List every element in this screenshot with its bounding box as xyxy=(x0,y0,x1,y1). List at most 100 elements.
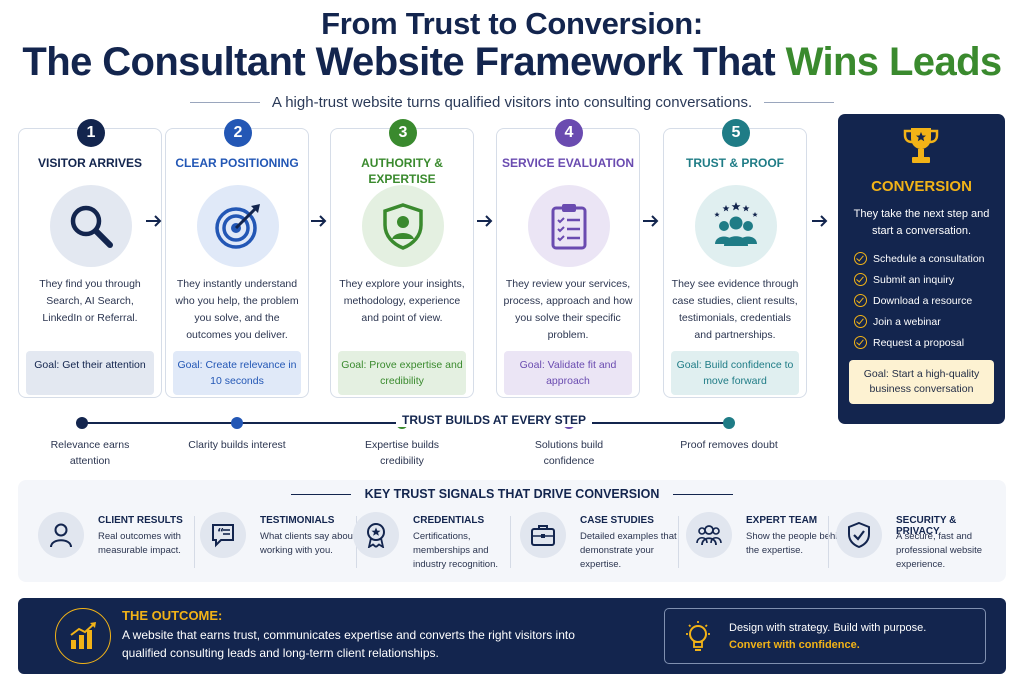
step-card-3: 3 AUTHORITY & EXPERTISE They explore you… xyxy=(330,119,474,398)
conversion-action-label: Download a resource xyxy=(873,294,973,307)
signal-item-testimonials: “ TESTIMONIALS What clients say about wo… xyxy=(200,510,365,576)
title-highlight-text: Wins Leads xyxy=(785,40,1003,84)
title-main-text: The Consultant Website Framework That xyxy=(22,40,786,84)
check-circle-icon xyxy=(854,273,867,286)
step-goal: Goal: Build confidence to move forward xyxy=(671,351,799,395)
page-subtitle: A high-trust website turns qualified vis… xyxy=(271,93,753,111)
conversion-action-label: Submit an inquiry xyxy=(873,273,955,286)
step-description: They review your services, process, appr… xyxy=(503,278,633,341)
signal-description: Certifications, memberships and industry… xyxy=(413,531,499,570)
signal-item-security-privacy: SECURITY & PRIVACY A secure, fast and pr… xyxy=(836,510,1001,576)
outcome-text: A website that earns trust, communicates… xyxy=(122,628,575,660)
arrow-right-icon xyxy=(311,215,327,227)
step-icon-circle xyxy=(695,185,777,267)
timeline-caption: Expertise builds credibility xyxy=(364,439,440,467)
step-icon-circle xyxy=(197,185,279,267)
step-number-badge: 3 xyxy=(389,119,417,147)
signal-title: CLIENT RESULTS xyxy=(98,515,183,526)
step-goal: Goal: Prove expertise and credibility xyxy=(338,351,466,395)
shield-user-icon xyxy=(383,203,423,250)
step-number-badge: 2 xyxy=(224,119,252,147)
conversion-title: CONVERSION xyxy=(871,178,972,195)
arrow-right-icon xyxy=(146,215,162,227)
timeline-caption: Relevance earns attention xyxy=(50,439,130,467)
signal-title: TESTIMONIALS xyxy=(260,515,335,526)
shield-check-icon xyxy=(848,522,870,548)
person-icon xyxy=(50,523,72,548)
conversion-action-item: Join a webinar xyxy=(854,311,1001,332)
briefcase-icon xyxy=(531,525,555,546)
search-icon xyxy=(70,205,113,248)
signal-icon-circle xyxy=(38,512,84,558)
lightbulb-icon xyxy=(686,621,710,651)
step-description: They explore your insights, methodology,… xyxy=(339,278,465,324)
check-circle-icon xyxy=(854,294,867,307)
arrow-right-icon xyxy=(477,215,493,227)
step-number-badge: 4 xyxy=(555,119,583,147)
step-card-2: 2 CLEAR POSITIONING They instantly under… xyxy=(165,119,309,398)
outcome-icon-circle xyxy=(55,608,111,664)
timeline-dot-2 xyxy=(231,417,243,429)
signal-title: SECURITY & PRIVACY xyxy=(896,515,957,537)
signal-item-client-results: CLIENT RESULTS Real outcomes with measur… xyxy=(38,510,203,576)
step-icon-circle xyxy=(50,185,132,267)
step-goal: Goal: Get their attention xyxy=(26,351,154,395)
conversion-subtitle: They take the next step and start a conv… xyxy=(853,208,990,237)
team-icon xyxy=(696,525,722,546)
signal-icon-circle: “ xyxy=(200,512,246,558)
page-title-line2: The Consultant Website Framework That Wi… xyxy=(0,40,1024,85)
step-description: They see evidence through case studies, … xyxy=(671,278,799,341)
check-circle-icon xyxy=(854,336,867,349)
signal-icon-circle xyxy=(686,512,732,558)
signal-item-credentials: CREDENTIALS Certifications, memberships … xyxy=(353,510,518,576)
subtitle-row: A high-trust website turns qualified vis… xyxy=(0,92,1024,112)
page-title-line1: From Trust to Conversion: xyxy=(321,6,703,41)
step-card-4: 4 SERVICE EVALUATION They review your se… xyxy=(496,119,640,398)
step-goal: Goal: Create relevance in 10 seconds xyxy=(173,351,301,395)
signal-divider xyxy=(194,516,195,568)
signals-divider-right xyxy=(673,493,734,495)
signal-description: Detailed examples that demonstrate your … xyxy=(580,531,677,570)
outcome-tagline-line1: Design with strategy. Build with purpose… xyxy=(729,622,927,634)
check-circle-icon xyxy=(854,315,867,328)
conversion-action-item: Request a proposal xyxy=(854,332,1001,353)
signal-description: Show the people behind the expertise. xyxy=(746,531,848,556)
signal-divider xyxy=(828,516,829,568)
arrow-right-icon xyxy=(812,215,828,227)
step-card-5: 5 TRUST & PROOF They see evidence throug… xyxy=(663,119,807,398)
step-goal: Goal: Validate fit and approach xyxy=(504,351,632,395)
signal-icon-circle xyxy=(520,512,566,558)
clipboard-checklist-icon xyxy=(551,204,587,250)
conversion-action-item: Download a resource xyxy=(854,290,1001,311)
step-title: CLEAR POSITIONING xyxy=(175,156,299,170)
signal-icon-circle xyxy=(836,512,882,558)
timeline-dot-1 xyxy=(76,417,88,429)
signal-title: CASE STUDIES xyxy=(580,515,654,526)
signal-divider xyxy=(510,516,511,568)
signal-title: EXPERT TEAM xyxy=(746,515,818,526)
signal-title: CREDENTIALS xyxy=(413,515,485,526)
timeline-label: TRUST BUILDS AT EVERY STEP xyxy=(396,413,593,427)
signal-item-case-studies: CASE STUDIES Detailed examples that demo… xyxy=(520,510,685,576)
trophy-icon xyxy=(903,128,939,163)
conversion-goal: Goal: Start a high-quality business conv… xyxy=(849,360,994,404)
signal-icon-circle xyxy=(353,512,399,558)
conversion-action-item: Submit an inquiry xyxy=(854,269,1001,290)
step-title: TRUST & PROOF xyxy=(686,156,784,170)
growth-chart-icon xyxy=(70,622,96,649)
timeline-caption: Clarity builds interest xyxy=(188,439,286,451)
award-badge-icon xyxy=(367,523,385,548)
target-icon xyxy=(215,204,260,249)
trust-signals-panel: KEY TRUST SIGNALS THAT DRIVE CONVERSION … xyxy=(18,480,1006,582)
signal-description: Real outcomes with measurable impact. xyxy=(98,531,181,556)
subtitle-divider-right xyxy=(764,101,835,103)
step-icon-circle xyxy=(528,185,610,267)
signals-divider-left xyxy=(290,493,351,495)
signals-title: KEY TRUST SIGNALS THAT DRIVE CONVERSION xyxy=(364,487,660,501)
signals-title-row: KEY TRUST SIGNALS THAT DRIVE CONVERSION xyxy=(18,487,1006,501)
timeline-caption: Solutions build confidence xyxy=(534,439,604,467)
outcome-tagline-line2: Convert with confidence. xyxy=(729,639,860,651)
signal-description: What clients say about working with you. xyxy=(260,531,356,556)
step-description: They instantly understand who you help, … xyxy=(175,278,299,341)
check-circle-icon xyxy=(854,252,867,265)
